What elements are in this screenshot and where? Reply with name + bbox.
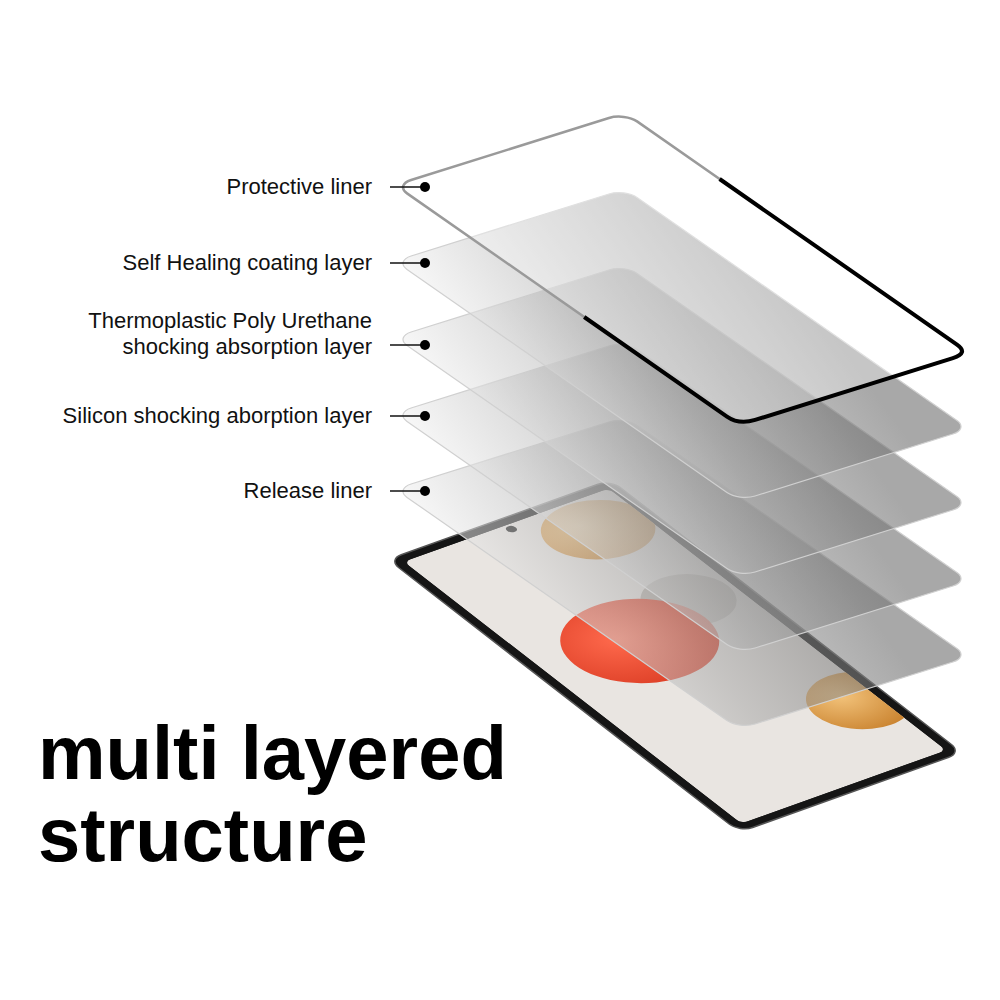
title: multi layered structure xyxy=(38,712,558,876)
protective-liner-sheet xyxy=(395,113,969,425)
leader-lines xyxy=(390,187,425,491)
part-label: Thermoplastic Poly Urethane shocking abs… xyxy=(30,308,372,360)
leader-dots xyxy=(420,182,430,496)
part-label: Self Healing coating layer xyxy=(4,250,372,276)
part-label: Protective liner xyxy=(4,174,372,200)
part-label: Release liner xyxy=(4,478,372,504)
part-label: Silicon shocking aborption layer xyxy=(4,403,372,429)
